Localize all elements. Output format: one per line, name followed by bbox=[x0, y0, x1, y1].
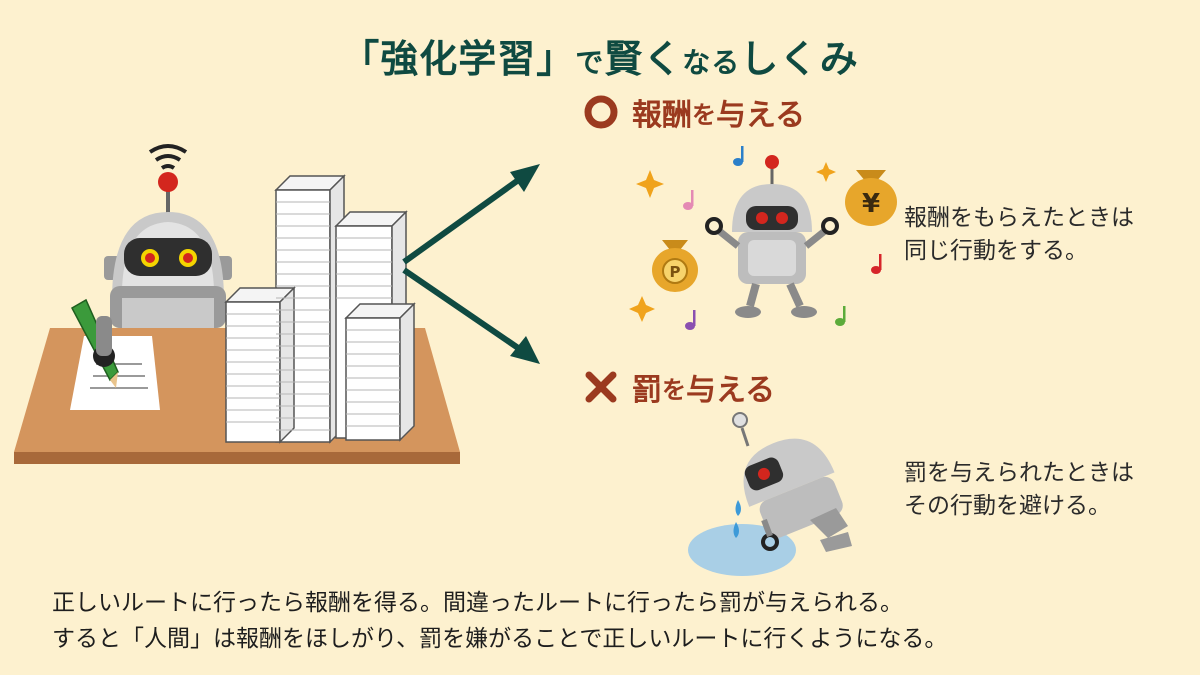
reward-description: 報酬をもらえたときは 同じ行動をする。 bbox=[904, 202, 1134, 268]
punishment-description-line1: 罰を与えられたときは bbox=[904, 460, 1134, 486]
punishment-description-line2: その行動を避ける。 bbox=[904, 493, 1111, 519]
reward-heading: 報酬を与える bbox=[584, 90, 805, 134]
punishment-heading-rest: 与える bbox=[686, 373, 776, 408]
reward-description-line2: 同じ行動をする。 bbox=[904, 238, 1088, 264]
book-stacks bbox=[224, 174, 416, 444]
title-part-1: 「強化学習」 bbox=[341, 37, 576, 81]
bottom-line1: 正しいルートに行ったら報酬を得る。間違ったルートに行ったら罰が与えられる。 bbox=[52, 590, 903, 616]
page-title: 「強化学習」で賢くなるしくみ bbox=[0, 28, 1200, 83]
yen-money-bag-icon: ¥ bbox=[845, 170, 897, 226]
happy-robot-icon bbox=[705, 155, 839, 318]
reward-heading-particle: を bbox=[692, 100, 716, 129]
coin-money-bag-icon: P bbox=[652, 240, 698, 292]
reward-heading-main: 報酬 bbox=[632, 98, 692, 133]
coin-symbol: P bbox=[670, 263, 681, 281]
punishment-heading: 罰を与える bbox=[584, 365, 775, 409]
title-part-2: で bbox=[575, 46, 605, 79]
yen-symbol: ¥ bbox=[862, 189, 880, 219]
title-part-3: 賢く bbox=[604, 37, 683, 81]
robot-studying-icon bbox=[93, 144, 232, 367]
reward-heading-rest: 与える bbox=[716, 98, 806, 133]
branch-arrows bbox=[402, 164, 540, 364]
reward-description-line1: 報酬をもらえたときは bbox=[904, 205, 1134, 231]
fallen-robot-icon bbox=[688, 412, 852, 576]
punishment-heading-particle: を bbox=[662, 375, 686, 404]
title-part-5: しくみ bbox=[740, 37, 859, 81]
title-part-4: なる bbox=[682, 46, 741, 79]
sparkle-icons bbox=[629, 162, 836, 322]
punishment-heading-main: 罰 bbox=[632, 373, 662, 408]
bottom-explanation: 正しいルートに行ったら報酬を得る。間違ったルートに行ったら罰が与えられる。 する… bbox=[52, 585, 947, 657]
music-note-icons bbox=[683, 146, 882, 330]
punishment-description: 罰を与えられたときは その行動を避ける。 bbox=[904, 457, 1134, 523]
cross-mark-icon bbox=[585, 371, 617, 403]
circle-mark-icon bbox=[584, 95, 618, 129]
bottom-line2: すると「人間」は報酬をほしがり、罰を嫌がることで正しいルートに行くようになる。 bbox=[52, 626, 948, 652]
